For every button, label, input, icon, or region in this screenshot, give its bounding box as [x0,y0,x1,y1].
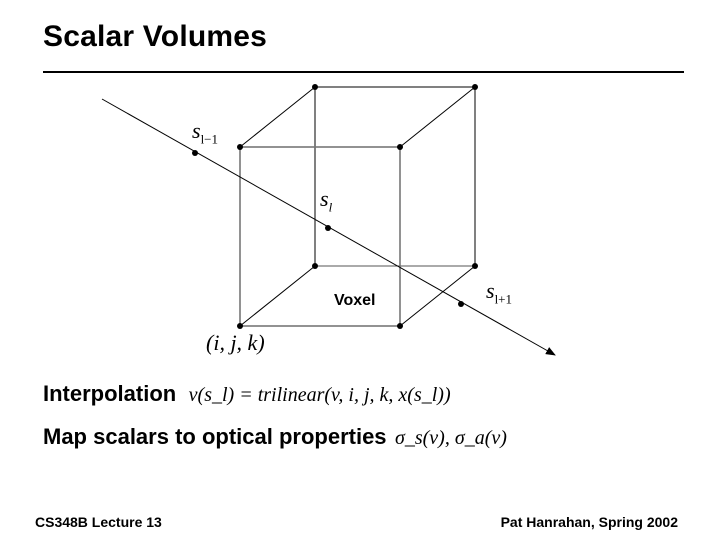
corner-label: (i, j, k) [206,330,265,355]
label-s: s [320,186,329,211]
cube-front-face [239,146,401,327]
label-s: s [486,278,495,303]
footer-right: Pat Hanrahan, Spring 2002 [500,514,678,530]
footer-left: CS348B Lecture 13 [35,514,162,530]
bullet-label: Interpolation [43,381,177,406]
label-sample-cur: sl [320,186,332,215]
label-sub: l+1 [494,291,513,307]
label-sub: l [328,199,333,215]
voxel-label: Voxel [334,292,376,309]
cube-back-edges [239,86,476,327]
bullet-label: Map scalars to optical properties [43,424,387,449]
slide-title: Scalar Volumes [43,20,268,53]
label-sample-next: sl+1 [486,278,512,307]
interpolation-formula: v(s_l) = trilinear(v, i, j, k, x(s_l)) [188,384,451,406]
bullet-optical: Map scalars to optical properties σ_s(v)… [43,424,507,450]
title-rule [43,71,684,73]
sample-points [192,150,464,307]
optical-formula: σ_s(v), σ_a(v) [395,427,507,449]
bullet-interpolation: Interpolation v(s_l) = trilinear(v, i, j… [43,381,451,407]
label-sample-prev: sl−1 [192,118,218,147]
cube-vertices [237,84,478,329]
label-s: s [192,118,201,143]
label-sub: l−1 [200,131,219,147]
